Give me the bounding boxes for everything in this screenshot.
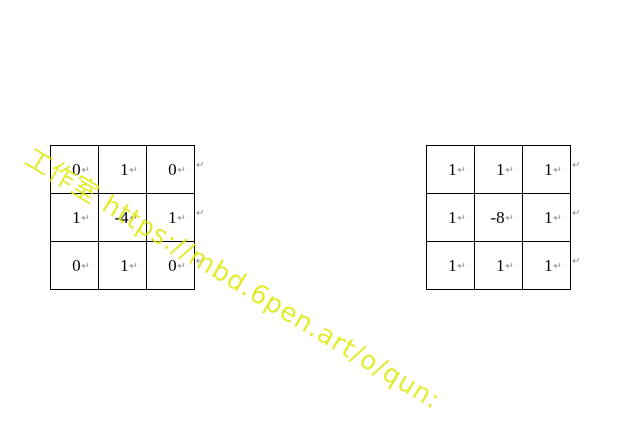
kernel-cell: -8↵ [475,194,523,242]
return-mark-icon: ↵ [177,213,186,224]
kernel-cell: 1↵ [523,242,571,290]
kernel-cell: 0↵ [51,146,99,194]
kernel-cell: 1↵ [523,146,571,194]
cell-value: 0 [72,159,81,179]
row-end-return-mark-icon: ↵ [196,160,205,171]
cell-value: -8 [490,207,505,227]
cell-value: 1 [168,207,177,227]
return-mark-icon: ↵ [457,165,466,176]
laplacian-kernel-8-neighbor: 1↵ 1↵ 1↵ 1↵ -8↵ 1↵ 1↵ 1↵ 1↵ [426,145,571,290]
return-mark-icon: ↵ [81,213,90,224]
cell-value: 0 [168,159,177,179]
return-mark-icon: ↵ [457,261,466,272]
kernel-cell: 1↵ [427,194,475,242]
row-end-return-mark-icon: ↵ [196,208,205,219]
return-mark-icon: ↵ [553,165,562,176]
row-end-return-mark-icon: ↵ [572,256,581,267]
kernel-cell: 1↵ [99,146,147,194]
return-mark-icon: ↵ [457,213,466,224]
cell-value: 0 [168,255,177,275]
cell-value: 1 [544,207,553,227]
return-mark-icon: ↵ [505,213,514,224]
cell-value: 1 [496,255,505,275]
kernel-cell: 0↵ [147,242,195,290]
kernel-cell: 0↵ [147,146,195,194]
return-mark-icon: ↵ [81,165,90,176]
return-mark-icon: ↵ [177,165,186,176]
kernel-cell: 1↵ [147,194,195,242]
cell-value: 1 [544,255,553,275]
kernel-cell: 1↵ [51,194,99,242]
kernel-cell: 1↵ [475,146,523,194]
cell-value: 1 [72,207,81,227]
row-end-return-mark-icon: ↵ [196,256,205,267]
kernel-cell: -4↵ [99,194,147,242]
laplacian-kernel-4-neighbor: 0↵ 1↵ 0↵ 1↵ -4↵ 1↵ 0↵ 1↵ 0↵ [50,145,195,290]
return-mark-icon: ↵ [129,165,138,176]
cell-value: 1 [120,159,129,179]
cell-value: 1 [120,255,129,275]
kernel-cell: 1↵ [475,242,523,290]
row-end-return-mark-icon: ↵ [572,160,581,171]
return-mark-icon: ↵ [553,213,562,224]
row-end-return-mark-icon: ↵ [572,208,581,219]
return-mark-icon: ↵ [505,261,514,272]
kernel-cell: 0↵ [51,242,99,290]
kernel-cell: 1↵ [427,146,475,194]
return-mark-icon: ↵ [505,165,514,176]
cell-value: 1 [448,159,457,179]
return-mark-icon: ↵ [81,261,90,272]
cell-value: 1 [544,159,553,179]
return-mark-icon: ↵ [129,261,138,272]
cell-value: 1 [496,159,505,179]
return-mark-icon: ↵ [129,213,138,224]
cell-value: -4 [114,207,129,227]
cell-value: 1 [448,207,457,227]
return-mark-icon: ↵ [177,261,186,272]
kernel-cell: 1↵ [523,194,571,242]
kernel-cell: 1↵ [427,242,475,290]
cell-value: 0 [72,255,81,275]
kernel-cell: 1↵ [99,242,147,290]
return-mark-icon: ↵ [553,261,562,272]
cell-value: 1 [448,255,457,275]
